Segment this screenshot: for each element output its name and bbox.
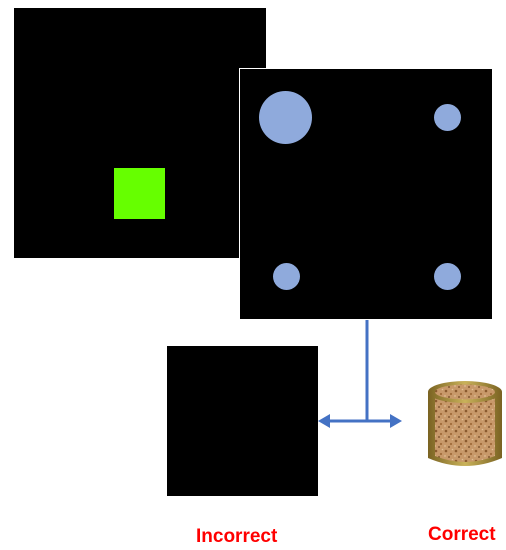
search-panel: [239, 68, 493, 320]
cylinder-top-cork: [435, 384, 495, 400]
large-dot-top-left: [259, 91, 312, 144]
incorrect-choice-panel: [167, 346, 318, 496]
arrow-head-left: [318, 414, 330, 428]
green-target-square: [114, 168, 165, 219]
arrow-lines: [324, 320, 396, 423]
cue-panel: [14, 8, 266, 258]
correct-label: Correct: [428, 524, 496, 545]
dot-bottom-left: [273, 263, 300, 290]
dot-top-right: [434, 104, 461, 131]
cork-cylinder-icon: [428, 381, 502, 466]
dot-bottom-right: [434, 263, 461, 290]
incorrect-label: Incorrect: [196, 526, 278, 547]
arrow-head-right: [390, 414, 402, 428]
cylinder-body-cork: [435, 395, 495, 462]
